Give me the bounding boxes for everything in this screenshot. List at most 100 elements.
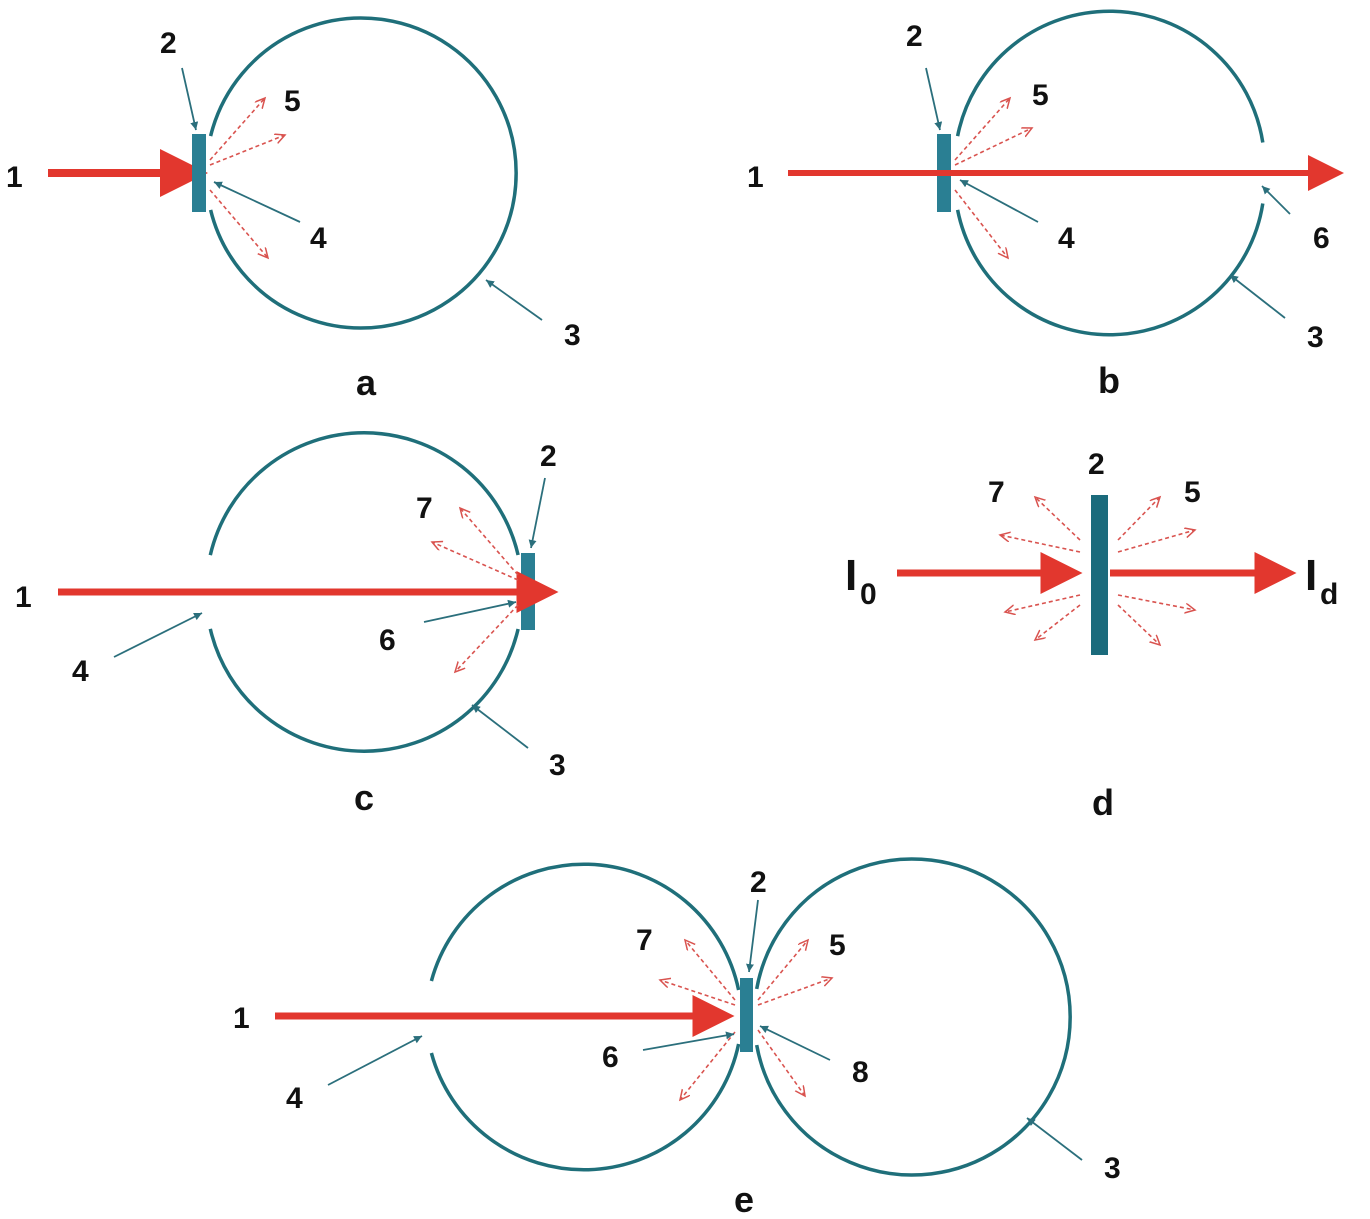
- scattered-ray: [1005, 594, 1081, 612]
- pointer-2: [181, 67, 199, 131]
- pointer-6: [642, 1031, 735, 1051]
- intensity-subscript: d: [1320, 578, 1338, 611]
- sample: [192, 134, 206, 212]
- scattered-ray: [1117, 497, 1160, 541]
- label-4: 4: [286, 1082, 303, 1115]
- label-3: 3: [549, 749, 566, 782]
- sphere-wall: [955, 9, 1265, 143]
- pointer-3: [485, 279, 543, 321]
- label-1: 1: [6, 161, 23, 194]
- pointer-3: [1026, 1117, 1083, 1161]
- panel-label-a: a: [356, 362, 377, 403]
- label-transmitted-intensity: I d: [1305, 551, 1338, 611]
- scattered-ray: [1117, 594, 1195, 610]
- scattered-ray: [954, 189, 1008, 258]
- scattered-rays: [660, 940, 832, 1100]
- scattered-ray: [660, 980, 736, 1006]
- panel-d: 2 7 5 I 0 I d d: [845, 448, 1338, 823]
- pointer-6: [1261, 185, 1291, 215]
- label-7: 7: [988, 476, 1005, 509]
- scattered-rays: [432, 508, 519, 672]
- scattered-ray: [757, 940, 808, 1001]
- pointer-2: [925, 67, 943, 131]
- scattered-ray: [460, 508, 519, 576]
- scattered-ray: [680, 1031, 736, 1100]
- panel-e: 1 2 7 5 6 8 4 3 e: [233, 857, 1121, 1219]
- scattered-ray: [954, 128, 1032, 166]
- panel-label-b: b: [1098, 360, 1120, 401]
- scattered-ray: [209, 189, 268, 258]
- sphere-wall: [955, 203, 1265, 337]
- scattered-ray: [685, 940, 736, 1001]
- scattered-ray: [209, 135, 285, 166]
- intensity-symbol: I: [1305, 551, 1317, 600]
- sample: [740, 978, 753, 1052]
- label-incident-intensity: I 0: [845, 551, 877, 611]
- panel-b: 1 2 5 4 6 3 b: [747, 9, 1344, 401]
- pointer-lines: [327, 899, 1083, 1161]
- label-2: 2: [540, 440, 557, 473]
- pointer-4: [213, 181, 301, 223]
- label-6: 6: [379, 624, 396, 657]
- pointer-lines: [925, 67, 1291, 319]
- pointer-6: [423, 599, 517, 623]
- scattered-ray: [209, 98, 265, 161]
- label-2: 2: [906, 20, 923, 53]
- label-3: 3: [564, 319, 581, 352]
- scattered-ray: [954, 98, 1010, 161]
- label-2: 2: [1088, 448, 1105, 481]
- label-5: 5: [1032, 79, 1049, 112]
- panel-c: 1 2 7 6 4 3 c: [15, 431, 566, 818]
- label-5: 5: [284, 85, 301, 118]
- label-4: 4: [310, 222, 327, 255]
- label-7: 7: [636, 924, 653, 957]
- label-6: 6: [1313, 222, 1330, 255]
- scattered-rays: [1000, 497, 1195, 645]
- label-3: 3: [1307, 321, 1324, 354]
- panel-label-c: c: [354, 777, 374, 818]
- pointer-4: [959, 179, 1039, 223]
- label-1: 1: [233, 1002, 250, 1035]
- label-8: 8: [852, 1056, 869, 1089]
- pointer-3: [471, 704, 529, 749]
- label-4: 4: [1058, 222, 1075, 255]
- pointer-8: [759, 1025, 831, 1061]
- label-5: 5: [1184, 476, 1201, 509]
- scattered-ray: [1117, 604, 1160, 645]
- label-3: 3: [1104, 1152, 1121, 1185]
- panel-label-e: e: [734, 1179, 754, 1219]
- scattered-ray: [1117, 530, 1195, 553]
- sphere-wall: [208, 628, 520, 753]
- intensity-symbol: I: [845, 551, 857, 600]
- label-1: 1: [747, 161, 764, 194]
- label-2: 2: [160, 27, 177, 60]
- scattered-rays: [954, 98, 1032, 258]
- scattered-ray: [1035, 604, 1081, 640]
- sphere-wall: [208, 16, 518, 330]
- pointer-lines: [113, 477, 546, 749]
- panel-label-d: d: [1092, 782, 1114, 823]
- scattered-ray: [757, 1029, 805, 1096]
- sphere-wall: [754, 857, 1072, 1177]
- pointer-2: [746, 899, 759, 973]
- label-6: 6: [602, 1041, 619, 1074]
- scattered-rays: [209, 98, 285, 258]
- label-2: 2: [750, 866, 767, 899]
- pointer-4: [327, 1035, 423, 1086]
- scattered-ray: [1035, 497, 1081, 541]
- sphere-wall: [429, 862, 741, 991]
- sphere-wall: [429, 1043, 741, 1172]
- panel-a: 1 2 5 4 3 a: [6, 16, 581, 403]
- scattered-ray: [757, 978, 832, 1006]
- label-1: 1: [15, 581, 32, 614]
- intensity-subscript: 0: [860, 578, 877, 611]
- pointer-lines: [181, 67, 543, 321]
- label-5: 5: [829, 929, 846, 962]
- sample: [1091, 495, 1108, 655]
- pointer-2: [528, 477, 546, 549]
- pointer-3: [1229, 274, 1286, 319]
- scattered-ray: [455, 604, 519, 672]
- sphere-wall: [208, 431, 520, 556]
- pointer-4: [113, 612, 203, 658]
